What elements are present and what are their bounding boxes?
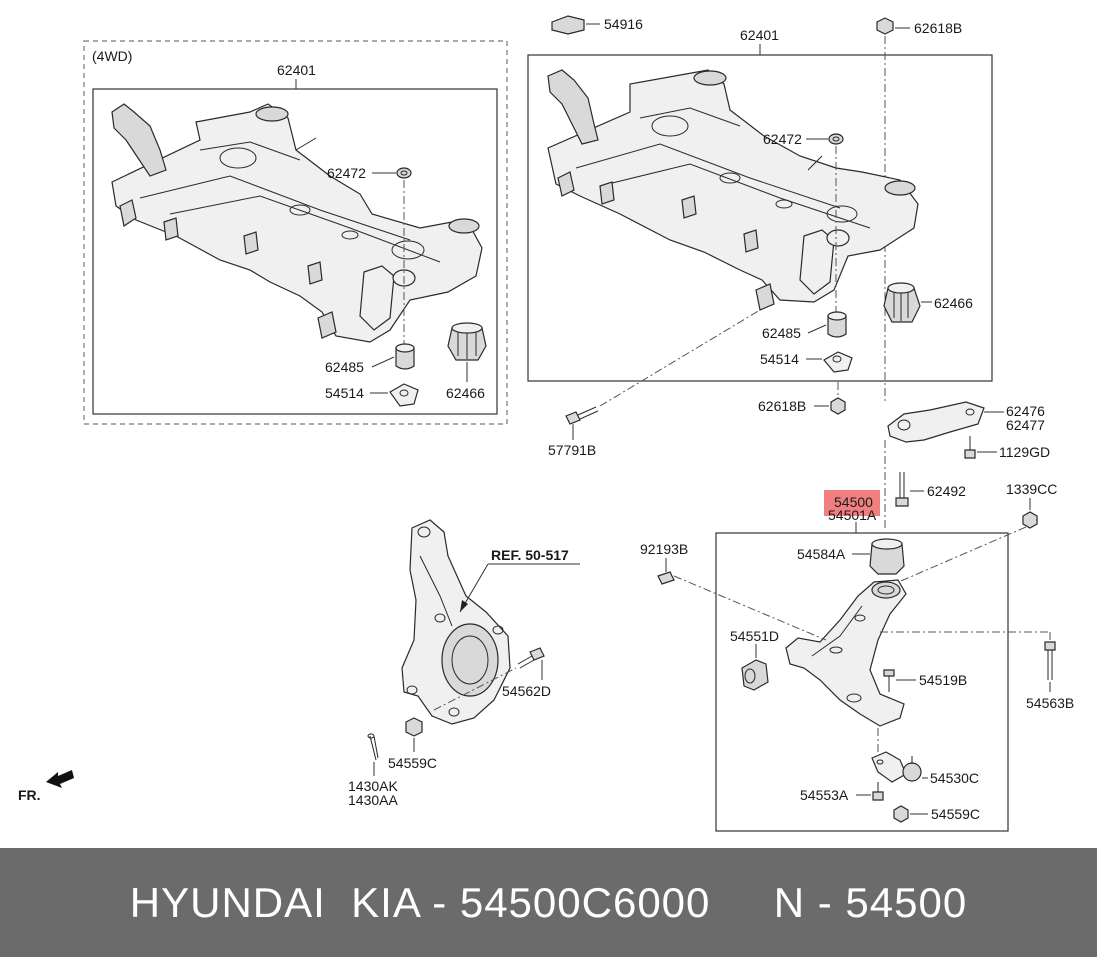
bushing-54551d	[741, 659, 769, 691]
bushing-62466-right	[883, 282, 921, 323]
label-62466-left: 62466	[446, 385, 485, 401]
crossmember-4wd	[111, 103, 483, 343]
cap-54916	[551, 15, 585, 35]
label-ref-50-517: REF. 50-517	[491, 547, 569, 563]
bolt-54563b	[1044, 641, 1056, 680]
label-54553a: 54553A	[800, 787, 849, 803]
bushing-62485-right	[827, 311, 847, 338]
label-54551d: 54551D	[730, 628, 779, 644]
label-62401-left: 62401	[277, 62, 316, 78]
stopper-54514-left	[389, 383, 419, 407]
washer-62472-right	[828, 133, 844, 145]
label-54563b: 54563B	[1026, 695, 1074, 711]
bushing-62485-left	[395, 343, 415, 370]
group-4wd-dashed-box	[83, 40, 508, 425]
label-54562d: 54562D	[502, 683, 551, 699]
washer-62472-left	[396, 167, 412, 179]
label-54519b: 54519B	[919, 672, 967, 688]
stopper-54514-right	[823, 351, 853, 373]
label-fr: FR.	[18, 787, 41, 803]
bolt-1129gd	[964, 436, 976, 459]
label-92193b: 92193B	[640, 541, 688, 557]
nut-1339cc	[1022, 511, 1038, 529]
label-54514-left: 54514	[325, 385, 364, 401]
nut-54559c-right	[893, 805, 909, 823]
label-1339cc: 1339CC	[1006, 481, 1057, 497]
label-54584a: 54584A	[797, 546, 846, 562]
label-57791b: 57791B	[548, 442, 596, 458]
highlight-54500	[824, 490, 880, 516]
label-62466-right: 62466	[934, 295, 973, 311]
label-62492: 62492	[927, 483, 966, 499]
label-62485-left: 62485	[325, 359, 364, 375]
bushing-54584a	[869, 538, 905, 575]
label-62472-right: 62472	[763, 131, 802, 147]
label-54530c: 54530C	[930, 770, 979, 786]
label-54559c-left: 54559C	[388, 755, 437, 771]
nut-62618b-top	[876, 17, 894, 35]
bolt-54553a	[872, 782, 884, 801]
crossmember-2wd	[547, 69, 919, 311]
ball-joint-54530c	[871, 751, 922, 783]
label-62472-left: 62472	[327, 165, 366, 181]
label-62477: 62477	[1006, 417, 1045, 433]
label-62618b-top: 62618B	[914, 20, 962, 36]
front-arrow-icon	[46, 770, 74, 788]
label-62485-right: 62485	[762, 325, 801, 341]
group-4wd-inner-box	[92, 88, 498, 415]
bolt-54562d	[517, 647, 545, 669]
label-4wd: (4WD)	[92, 48, 132, 64]
bracket-62476	[887, 401, 985, 443]
nut-62618b-mid	[830, 397, 846, 415]
label-54501a: 54501A	[828, 507, 877, 523]
label-54916: 54916	[604, 16, 643, 32]
bolt-62492	[895, 472, 909, 507]
label-54514-right: 54514	[760, 351, 799, 367]
bolt-54519b	[883, 669, 895, 692]
nut-54559c-left	[405, 717, 423, 737]
part-number-text: HYUNDAI KIA - 54500C6000 N - 54500	[129, 878, 968, 926]
bushing-62466-left	[447, 322, 487, 361]
label-62401-right: 62401	[740, 27, 779, 43]
lower-arm	[785, 579, 907, 727]
part-number-banner: HYUNDAI KIA - 54500C6000 N - 54500	[0, 848, 1097, 957]
label-1129gd: 1129GD	[999, 444, 1050, 460]
label-1430aa: 1430AA	[348, 792, 398, 808]
label-1430ak: 1430AK	[348, 778, 398, 794]
label-54500: 54500	[834, 494, 873, 510]
label-54559c-right: 54559C	[931, 806, 980, 822]
parts-diagram: (4WD) 62401 62472 62485	[18, 15, 1074, 832]
cotter-pin-1430ak	[367, 733, 379, 761]
bolt-57791b	[565, 406, 599, 425]
fitting-92193b	[657, 571, 675, 585]
steering-knuckle	[401, 519, 511, 725]
label-62618b-mid: 62618B	[758, 398, 806, 414]
group-lower-arm-box	[715, 532, 1009, 832]
label-62476: 62476	[1006, 403, 1045, 419]
